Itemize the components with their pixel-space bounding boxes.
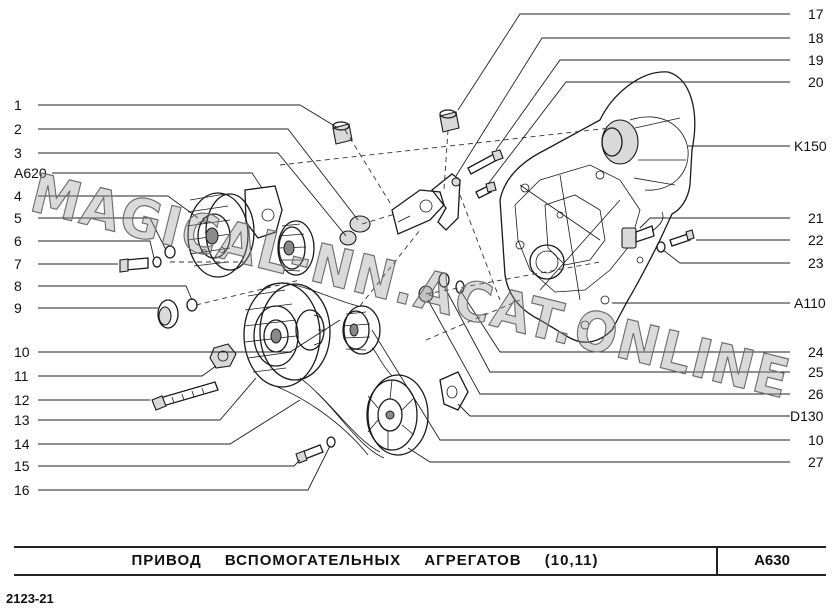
callout-9: 9 xyxy=(14,300,22,316)
callout-11: 11 xyxy=(14,368,29,384)
callout-10-right: 10 xyxy=(808,432,824,448)
callout-1: 1 xyxy=(14,97,22,113)
model-code: 2123-21 xyxy=(6,591,54,606)
callout-7: 7 xyxy=(14,256,22,272)
callout-12: 12 xyxy=(14,392,30,408)
callout-3: 3 xyxy=(14,145,22,161)
callout-22: 22 xyxy=(808,232,824,248)
callout-13: 13 xyxy=(14,412,30,428)
bracket-a620 xyxy=(244,185,283,239)
callout-8: 8 xyxy=(14,278,22,294)
callout-a620: A620 xyxy=(14,165,47,181)
idler-9 xyxy=(157,298,198,329)
tensioner-nut-washer xyxy=(339,215,371,246)
callouts-left: 1 2 3 A620 4 5 6 7 8 9 10 11 12 13 14 15… xyxy=(14,97,47,498)
callouts-right: 17 18 19 20 K150 21 22 23 A110 24 25 26 … xyxy=(790,6,827,470)
callout-26: 26 xyxy=(808,386,824,402)
mount-d130 xyxy=(439,371,469,411)
callout-14: 14 xyxy=(14,436,30,452)
callout-15: 15 xyxy=(14,458,30,474)
leader-lines-left xyxy=(38,104,359,491)
bolt-7-washers xyxy=(119,245,176,273)
callout-a110: A110 xyxy=(794,295,826,311)
title-divider xyxy=(716,548,718,574)
alternator-pulley xyxy=(277,220,315,276)
crank-nut-11 xyxy=(209,343,237,369)
bolt-15 xyxy=(295,436,336,464)
assembly-lines xyxy=(170,127,611,341)
callout-5: 5 xyxy=(14,210,22,226)
diagram-title: ПРИВОД ВСПОМОГАТЕЛЬНЫХ АГРЕГАТОВ (10,11) xyxy=(131,552,599,569)
exploded-parts-diagram: 1 2 3 A620 4 5 6 7 8 9 10 11 12 13 14 15… xyxy=(14,6,827,498)
callout-18: 18 xyxy=(808,30,824,46)
callout-16: 16 xyxy=(14,482,30,498)
callout-27: 27 xyxy=(808,454,824,470)
callout-20: 20 xyxy=(808,74,824,90)
callout-24: 24 xyxy=(808,344,824,360)
pump-pulley-27 xyxy=(366,374,429,456)
timing-cover-housing xyxy=(499,71,696,343)
drive-belt xyxy=(261,282,393,459)
bushing-1 xyxy=(332,121,353,145)
bolt-22 xyxy=(656,229,695,253)
callout-21: 21 xyxy=(808,210,824,226)
callout-6: 6 xyxy=(14,233,22,249)
callout-19: 19 xyxy=(808,52,824,68)
callout-4: 4 xyxy=(14,188,22,204)
crankshaft-pulley xyxy=(243,282,331,388)
tensioner-roller xyxy=(342,305,381,355)
callout-k150: K150 xyxy=(794,138,827,154)
leader-lines-right xyxy=(371,13,790,463)
diagram-code: A630 xyxy=(754,552,790,569)
title-block: ПРИВОД ВСПОМОГАТЕЛЬНЫХ АГРЕГАТОВ (10,11)… xyxy=(14,546,826,576)
callout-17: 17 xyxy=(808,6,824,22)
callout-d130: D130 xyxy=(790,408,824,424)
callout-2: 2 xyxy=(14,121,22,137)
callout-25: 25 xyxy=(808,364,824,380)
callout-23: 23 xyxy=(808,255,824,271)
callout-10-left: 10 xyxy=(14,344,30,360)
long-bolt-12 xyxy=(151,381,219,411)
